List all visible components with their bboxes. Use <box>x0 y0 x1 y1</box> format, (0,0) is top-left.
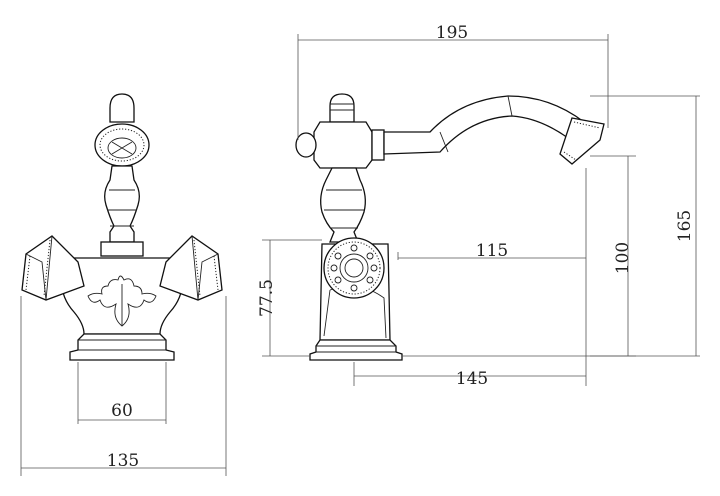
front-dimensions: 60 135 <box>20 296 227 476</box>
dim-spout-outlet-height: 100 <box>613 242 633 274</box>
base-flange-side <box>309 339 403 361</box>
side-view <box>295 93 605 361</box>
leaf-ornament <box>87 275 157 327</box>
dim-spout-reach-total: 195 <box>436 23 468 43</box>
swivel-spout <box>383 95 585 155</box>
stem-side <box>320 167 366 243</box>
dim-base-to-spout: 145 <box>456 369 488 389</box>
lever-handle <box>109 93 135 123</box>
front-view <box>21 93 223 361</box>
crosshead-handle <box>94 123 150 167</box>
side-knob <box>295 132 317 158</box>
dim-overall-width: 135 <box>107 451 139 471</box>
base-flange <box>69 333 175 361</box>
lever-handle-side <box>329 93 355 123</box>
mixer-head <box>313 121 373 169</box>
stem <box>104 165 140 243</box>
dim-body-height: 77.5 <box>257 279 277 317</box>
dim-handle-reach: 115 <box>476 241 508 261</box>
spout-joint <box>371 129 385 161</box>
dim-overall-height: 165 <box>675 210 695 242</box>
collar <box>100 241 144 257</box>
tap-handle-face <box>323 237 385 299</box>
aerator <box>559 117 605 165</box>
dim-base-width: 60 <box>111 401 133 421</box>
side-dimensions: 195 115 145 77.5 100 165 <box>257 23 700 389</box>
